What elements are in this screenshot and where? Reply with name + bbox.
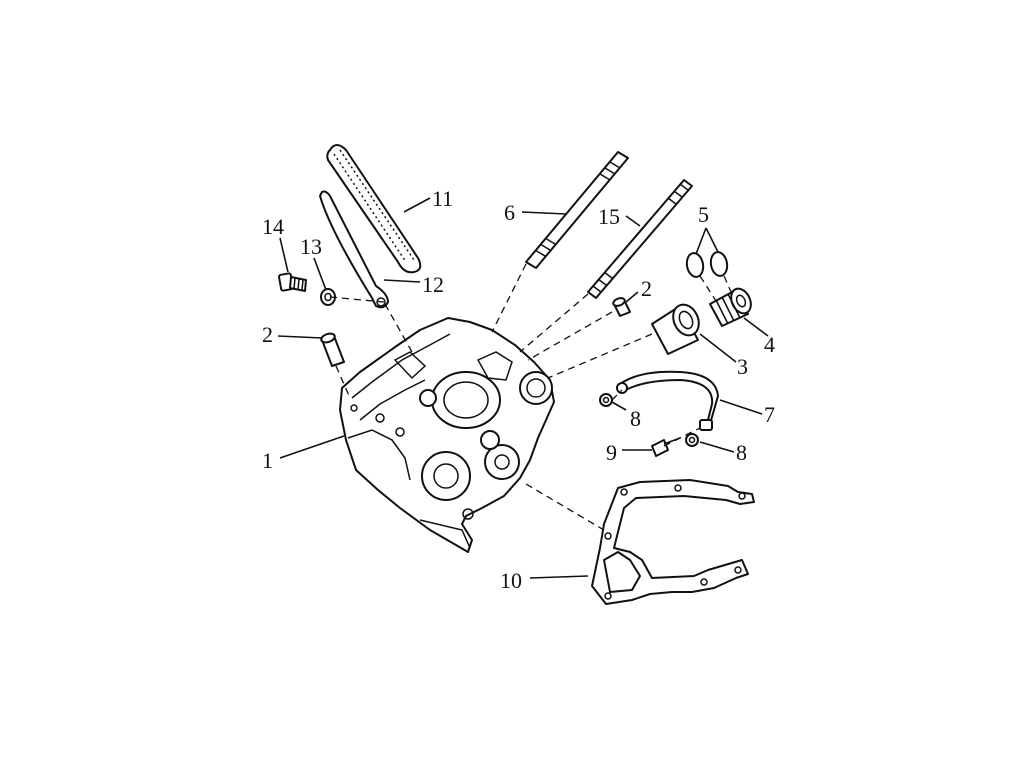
callout-labels: 1 2 2 3 4 5 6 7 8 8 9 10 11 12 13 14 15 <box>262 186 775 593</box>
callout-6: 6 <box>504 200 515 225</box>
callout-2-left: 2 <box>262 322 273 347</box>
callout-3: 3 <box>737 354 748 379</box>
callout-11: 11 <box>432 186 453 211</box>
callout-4: 4 <box>764 332 775 357</box>
callout-1: 1 <box>262 448 273 473</box>
timing-chain <box>326 144 422 274</box>
chain-guide <box>319 190 389 309</box>
assembly-lines <box>329 263 733 531</box>
callout-5: 5 <box>698 202 709 227</box>
stud-bolt-6 <box>525 151 629 269</box>
banjo-bolt-upper <box>599 393 613 407</box>
callout-7: 7 <box>764 402 775 427</box>
callout-8-upper: 8 <box>630 406 641 431</box>
crankcase <box>339 317 555 553</box>
callout-13: 13 <box>300 234 322 259</box>
sleeve <box>651 303 700 355</box>
dowel-pin-left <box>320 332 345 367</box>
plug <box>709 287 752 327</box>
o-rings <box>685 251 729 278</box>
callout-14: 14 <box>262 214 284 239</box>
callout-12: 12 <box>422 272 444 297</box>
callout-9: 9 <box>606 440 617 465</box>
dowel-pin-right <box>612 297 631 317</box>
callout-10: 10 <box>500 568 522 593</box>
washer <box>320 288 336 306</box>
stud-bolt-15 <box>587 179 693 299</box>
pipe <box>616 370 719 431</box>
callout-8-lower: 8 <box>736 440 747 465</box>
callout-15: 15 <box>598 204 620 229</box>
leader-lines <box>277 197 769 579</box>
callout-2-right: 2 <box>641 276 652 301</box>
banjo-bolt-lower <box>685 433 699 447</box>
gasket <box>591 479 755 605</box>
bolt <box>278 272 307 292</box>
